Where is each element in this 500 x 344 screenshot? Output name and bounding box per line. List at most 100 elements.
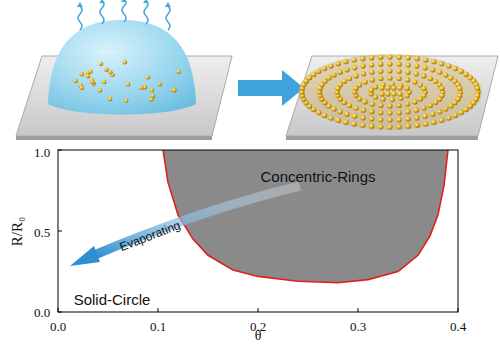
- particle: [378, 110, 383, 115]
- process-arrow: [238, 70, 304, 106]
- particle: [345, 112, 350, 117]
- particle: [414, 115, 419, 120]
- particle: [391, 91, 396, 96]
- substrate-edge: [286, 136, 478, 140]
- tick-label: 0.1: [150, 320, 166, 333]
- particle: [373, 95, 378, 100]
- particle: [391, 85, 396, 90]
- particle: [360, 123, 365, 128]
- particle: [345, 67, 350, 72]
- particle: [387, 103, 392, 108]
- particle: [369, 55, 374, 60]
- particle: [102, 80, 106, 84]
- particle: [316, 110, 321, 115]
- particle: [361, 115, 366, 120]
- particle: [412, 80, 417, 85]
- particle: [452, 100, 457, 105]
- tick-label: 1.0: [34, 146, 50, 159]
- particle: [343, 120, 348, 125]
- tick-label: 0.0: [34, 306, 50, 319]
- particle: [338, 70, 343, 75]
- vapour-arrows: [78, 1, 170, 30]
- particle: [428, 76, 433, 81]
- axis-title: R/R₀: [10, 216, 25, 245]
- particle: [387, 75, 392, 80]
- particle: [385, 85, 390, 90]
- particle: [90, 80, 94, 84]
- particle: [446, 115, 451, 120]
- particle: [104, 68, 108, 72]
- particle: [378, 76, 383, 81]
- particle: [397, 124, 402, 129]
- tick-label: 0.4: [450, 320, 466, 333]
- particle: [378, 69, 383, 74]
- particle: [338, 109, 343, 114]
- particle: [397, 62, 402, 67]
- particle: [468, 104, 473, 109]
- particle: [74, 79, 78, 83]
- particle: [361, 71, 366, 76]
- particle: [322, 66, 327, 71]
- particle: [378, 62, 383, 67]
- particle: [98, 88, 102, 92]
- particle: [464, 72, 469, 77]
- evaporating-arrow: [92, 186, 300, 256]
- particle: [126, 82, 130, 86]
- particle: [390, 97, 395, 102]
- particle: [448, 103, 453, 108]
- particle: [433, 100, 438, 105]
- particle: [387, 124, 392, 129]
- particle: [99, 62, 103, 66]
- particle: [387, 61, 392, 66]
- particle: [414, 71, 419, 76]
- particle: [459, 69, 464, 74]
- particle: [332, 106, 337, 111]
- particle: [352, 114, 357, 119]
- particle: [431, 120, 436, 125]
- particle: [397, 117, 402, 122]
- particle: [423, 57, 428, 62]
- droplet: [48, 20, 196, 115]
- particle: [311, 107, 316, 112]
- particle: [354, 106, 359, 111]
- particle: [414, 108, 419, 113]
- particles: [74, 60, 181, 103]
- particle: [421, 86, 426, 91]
- particle: [405, 102, 410, 107]
- particle: [421, 106, 426, 111]
- particle: [428, 103, 433, 108]
- ring-deposit: [299, 54, 480, 129]
- particle: [387, 54, 392, 59]
- particle: [322, 113, 327, 118]
- particle: [430, 67, 435, 72]
- particle: [307, 75, 312, 80]
- region-label: Solid-Circle: [74, 292, 151, 307]
- particle: [352, 65, 357, 70]
- particle: [146, 75, 150, 79]
- particle: [437, 109, 442, 114]
- particle: [342, 79, 347, 84]
- particle: [373, 84, 378, 89]
- particle: [347, 76, 352, 81]
- particle: [123, 60, 127, 64]
- particle: [448, 75, 453, 80]
- deposit: [298, 54, 482, 130]
- particle: [151, 94, 155, 98]
- particle: [369, 116, 374, 121]
- particle: [363, 99, 368, 104]
- particle: [414, 64, 419, 69]
- particle: [336, 118, 341, 123]
- particle: [406, 116, 411, 121]
- particle: [108, 97, 112, 101]
- substrate-edge: [16, 136, 212, 140]
- particle: [381, 97, 386, 102]
- particle: [378, 124, 383, 129]
- particle: [431, 59, 436, 64]
- particle: [437, 70, 442, 75]
- particle: [412, 99, 417, 104]
- particle: [176, 70, 180, 74]
- particle: [406, 55, 411, 60]
- particle: [369, 124, 374, 129]
- region-label: Concentric-Rings: [260, 169, 375, 184]
- particle: [378, 117, 383, 122]
